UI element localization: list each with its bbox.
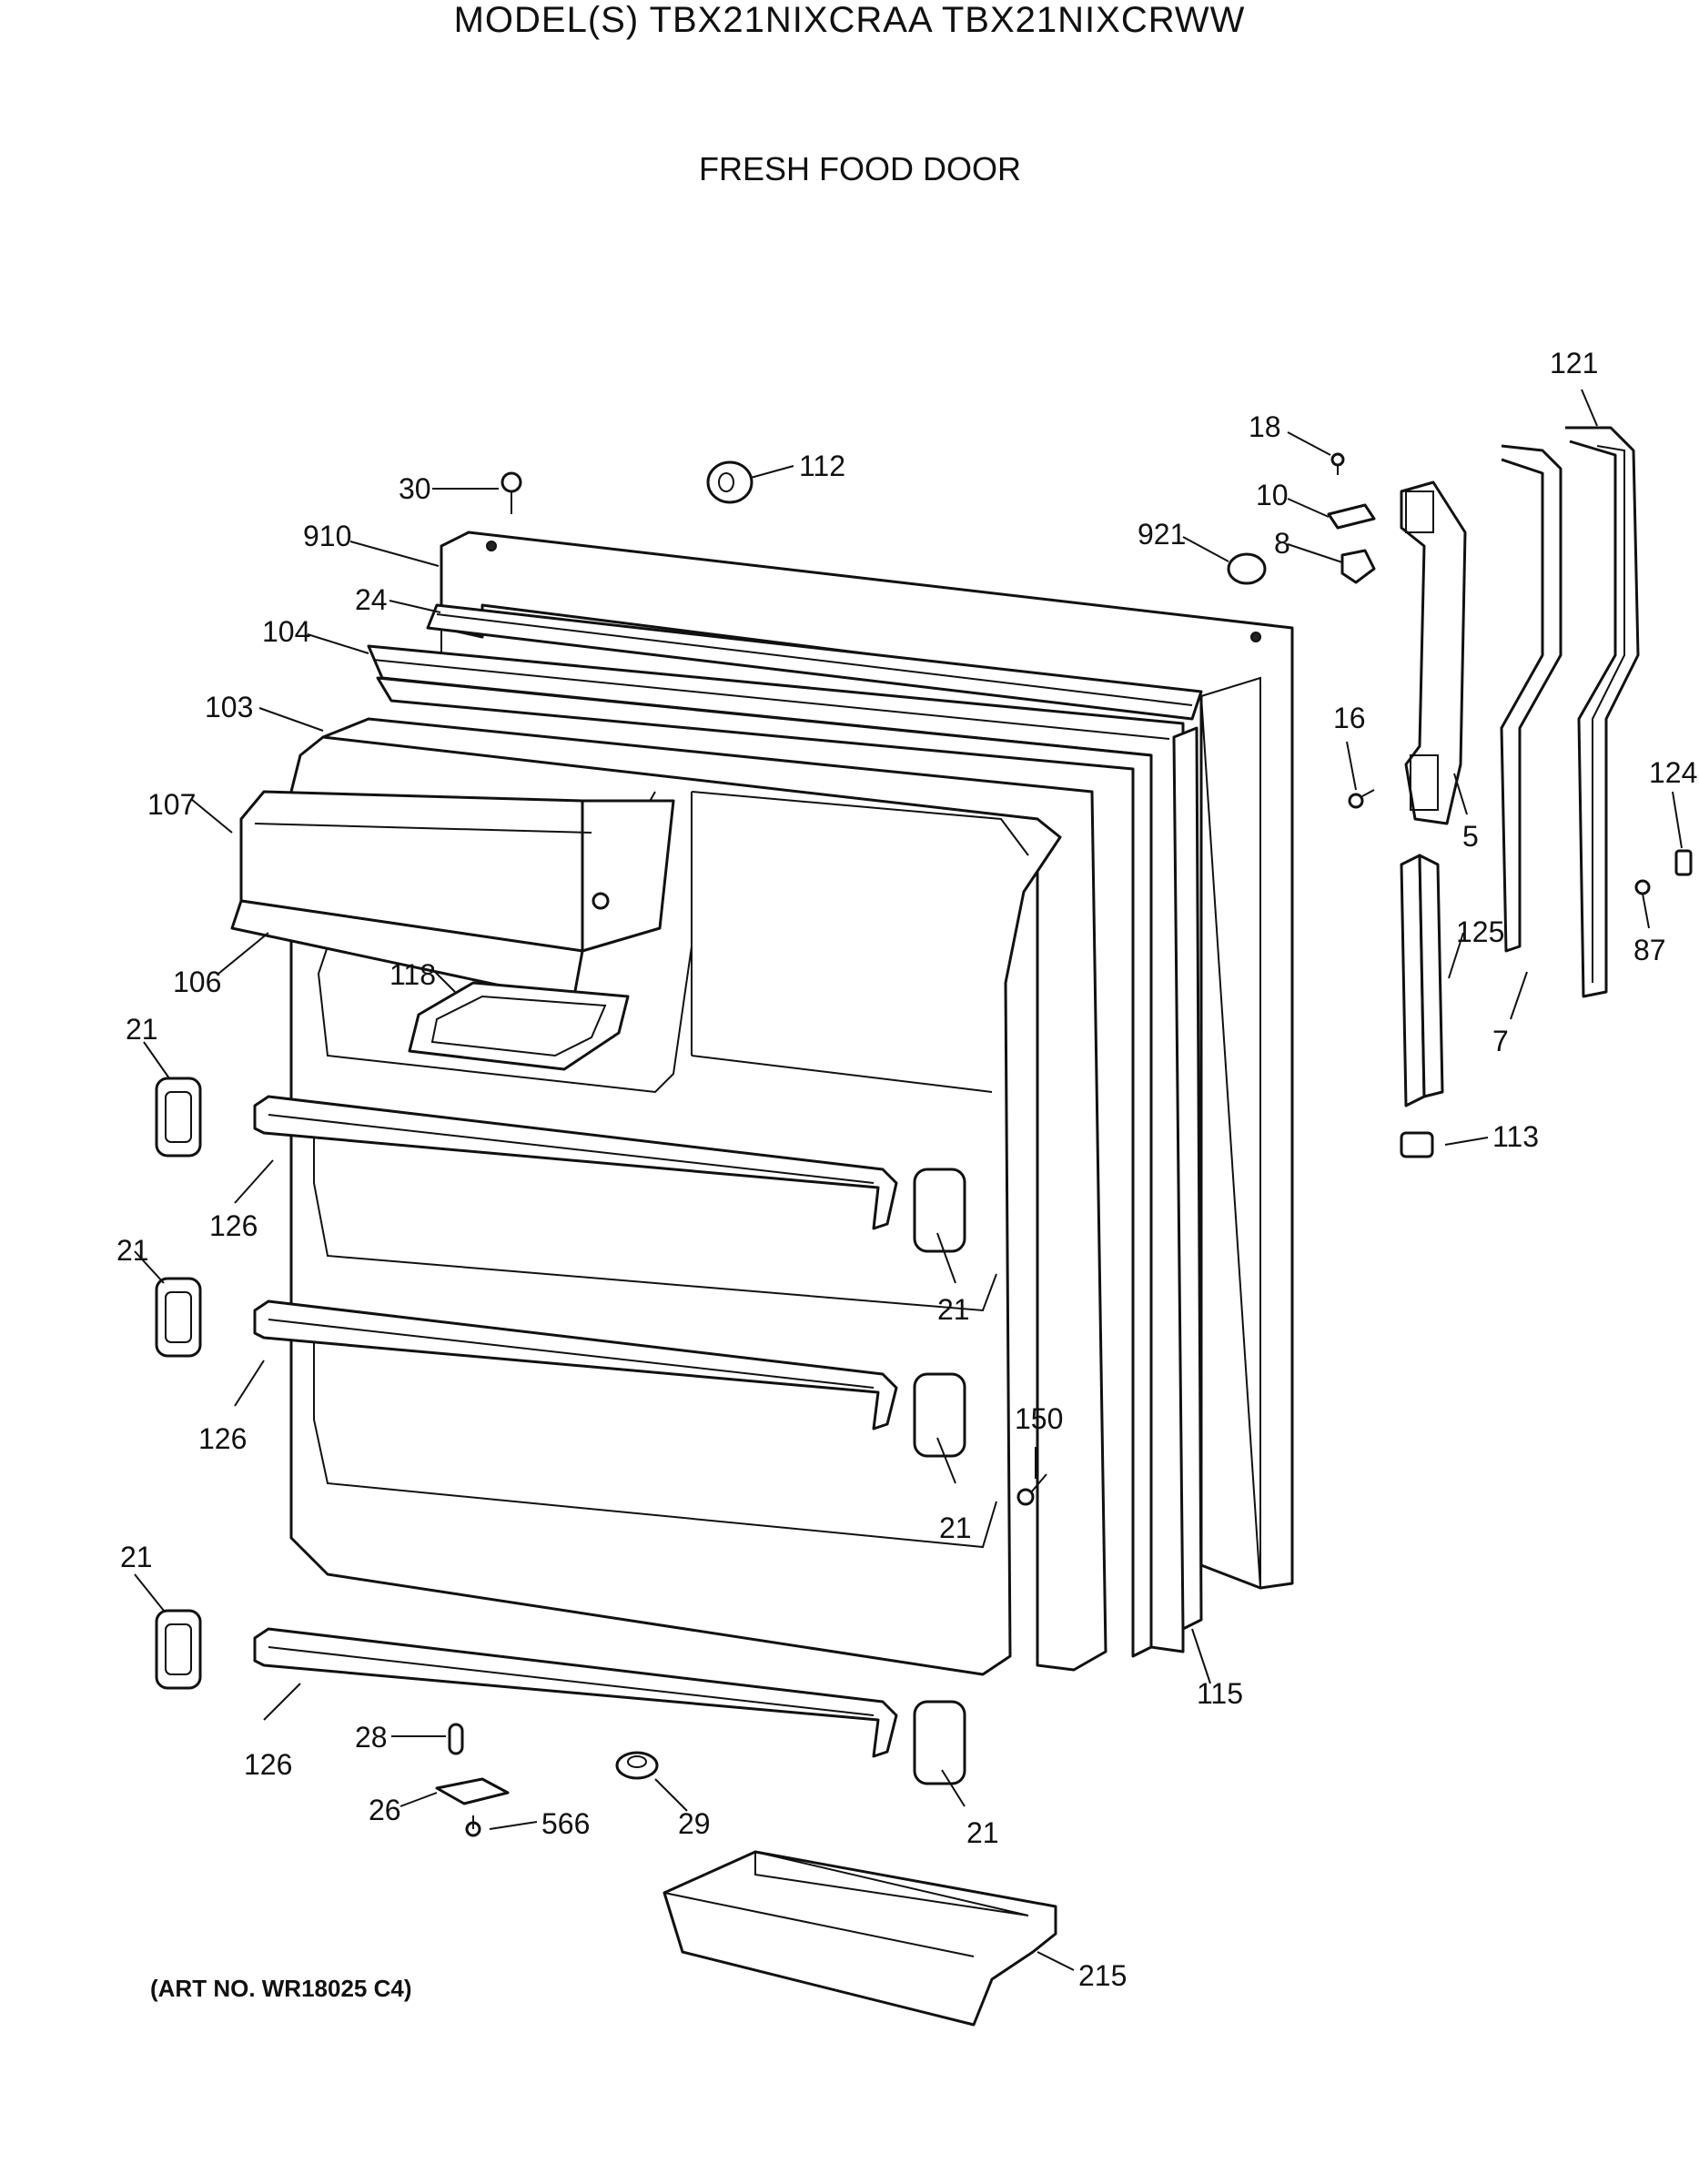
model-title: MODEL(S) TBX21NIXCRAA TBX21NIXCRWW [453,0,1246,40]
callout-26: 26 [369,1794,401,1826]
callout-910: 910 [303,520,351,552]
callout-150: 150 [1015,1402,1063,1435]
art-number: (ART NO. WR18025 C4) [150,1975,412,2002]
callout-113: 113 [1492,1120,1539,1153]
egg-tray [408,981,630,1071]
callout-21-right-1: 21 [937,1293,970,1326]
door-bin [662,1850,1057,2027]
handle-bracket-7 [1500,444,1562,953]
callout-107: 107 [147,788,196,821]
shelf-bar-upper [253,1095,898,1230]
callout-24: 24 [355,583,388,616]
bracket-113 [1400,1131,1434,1158]
callout-21-right-3: 21 [966,1816,999,1849]
callout-115: 115 [1197,1677,1243,1710]
section-title: FRESH FOOD DOOR [698,150,1021,187]
screw-30 [501,471,522,514]
end-cap-right-3 [913,1700,966,1785]
end-cap-left-3 [155,1609,202,1690]
end-cap-left-2 [155,1277,202,1358]
screw-566 [465,1815,481,1837]
callout-126-middle: 126 [198,1422,247,1455]
breaker-strip-frame [367,644,1185,1658]
shelf-bar-lower [253,1627,898,1758]
callout-126-upper: 126 [209,1209,258,1242]
callout-921: 921 [1138,518,1186,551]
callout-121: 121 [1550,347,1598,379]
callout-21-left-2: 21 [116,1234,149,1267]
support-channel-125 [1400,854,1444,1107]
dairy-compartment [230,790,675,1003]
handle-bracket-121 [1565,426,1640,998]
callout-126-lower: 126 [244,1748,292,1781]
callout-5: 5 [1462,820,1479,853]
end-cap-right-1 [913,1168,966,1253]
clip-124 [1674,849,1693,876]
callout-10: 10 [1256,479,1289,511]
callout-112: 112 [799,450,845,482]
callout-18: 18 [1249,410,1281,443]
pin-28 [448,1723,464,1755]
callout-7: 7 [1492,1025,1509,1057]
callout-21-right-2: 21 [939,1512,972,1544]
screw-87 [1634,879,1651,895]
callout-29: 29 [678,1807,711,1840]
screw-18 [1330,452,1345,475]
callout-28: 28 [355,1721,388,1754]
callout-21-left-1: 21 [126,1013,158,1046]
callout-124: 124 [1649,756,1697,789]
plug-112 [706,460,753,504]
end-cap-right-2 [913,1372,966,1458]
callout-125: 125 [1456,915,1504,948]
plug-921 [1227,552,1267,585]
hinge-bracket-5 [1400,480,1467,825]
callout-21-left-3: 21 [120,1541,153,1573]
callout-87: 87 [1633,934,1666,966]
door-gasket [426,603,1203,721]
callout-566: 566 [541,1807,590,1840]
callout-118: 118 [389,958,436,991]
callout-215: 215 [1078,1959,1127,1992]
shelf-bar-middle [253,1299,898,1431]
seal-strip [1172,726,1203,1631]
callout-103: 103 [205,691,253,723]
hinge-plate-10 [1327,503,1376,530]
callout-8: 8 [1274,527,1290,560]
end-cap-left-1 [155,1077,202,1158]
leader-lines [134,389,1683,1971]
callout-104: 104 [262,615,310,648]
callout-30: 30 [399,472,431,505]
hinge-pin-8 [1340,549,1376,584]
screw-150 [1016,1473,1047,1506]
callout-16: 16 [1333,702,1366,734]
callout-106: 106 [173,966,221,998]
grommet-29 [615,1751,659,1780]
plate-26 [435,1777,510,1805]
screw-16 [1348,789,1375,809]
